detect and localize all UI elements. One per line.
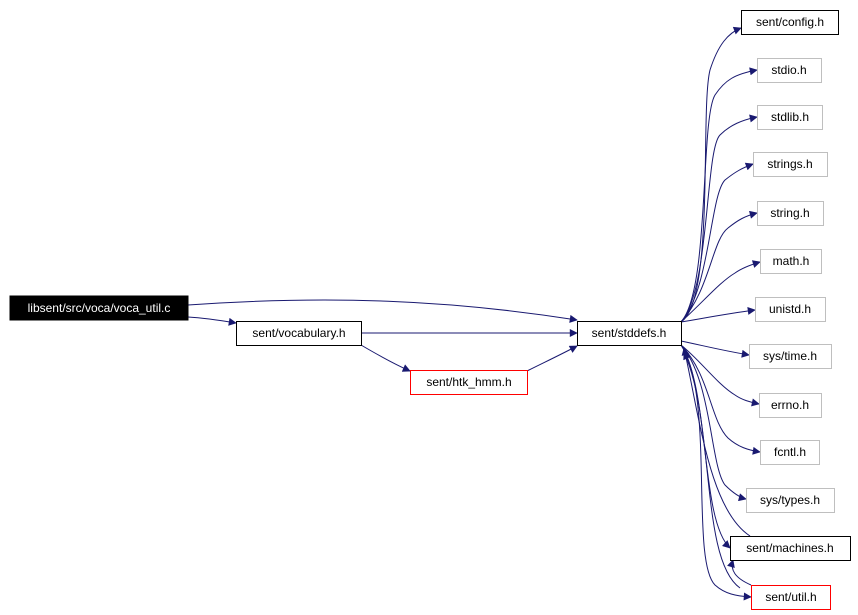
edge-stddefs-string	[680, 210, 758, 323]
node-math[interactable]: math.h	[760, 249, 822, 274]
node-string-label: string.h	[770, 206, 809, 220]
edge-stddefs-stdio	[680, 67, 758, 323]
node-strings[interactable]: strings.h	[753, 152, 828, 177]
edge-stddefs-strings	[680, 162, 754, 323]
edge-stddefs-errno	[680, 344, 760, 407]
edge-root-vocabulary	[187, 316, 237, 326]
node-stdio[interactable]: stdio.h	[757, 58, 822, 83]
node-string[interactable]: string.h	[757, 201, 824, 226]
node-strings-label: strings.h	[767, 157, 812, 171]
edge-util-machines	[727, 559, 752, 586]
node-stddefs-label: sent/stddefs.h	[592, 326, 667, 340]
edge-util-stddefs	[683, 351, 741, 589]
node-vocabulary[interactable]: sent/vocabulary.h	[236, 321, 362, 346]
node-machines-label: sent/machines.h	[746, 541, 833, 555]
node-errno[interactable]: errno.h	[759, 393, 822, 418]
node-util[interactable]: sent/util.h	[751, 585, 831, 610]
node-fcntl[interactable]: fcntl.h	[760, 440, 820, 465]
node-unistd[interactable]: unistd.h	[755, 297, 826, 322]
edge-stddefs-config	[680, 26, 742, 323]
node-config-label: sent/config.h	[756, 15, 824, 29]
edge-vocabulary-htkhmm	[360, 344, 411, 372]
node-htk-hmm[interactable]: sent/htk_hmm.h	[410, 370, 528, 395]
node-htk-hmm-label: sent/htk_hmm.h	[426, 375, 511, 389]
node-config[interactable]: sent/config.h	[741, 10, 839, 35]
node-systime-label: sys/time.h	[763, 349, 817, 363]
node-systypes[interactable]: sys/types.h	[746, 488, 835, 513]
edge-stddefs-math	[680, 260, 761, 323]
edges	[187, 26, 761, 601]
edge-stddefs-stdlib	[680, 114, 758, 323]
node-systypes-label: sys/types.h	[760, 493, 820, 507]
node-stdio-label: stdio.h	[771, 63, 806, 77]
node-fcntl-label: fcntl.h	[774, 445, 806, 459]
node-root[interactable]: libsent/src/voca/voca_util.c	[9, 295, 189, 321]
node-stdlib-label: stdlib.h	[771, 110, 809, 124]
node-systime[interactable]: sys/time.h	[749, 344, 832, 369]
edge-stddefs-systime	[680, 340, 750, 358]
node-stdlib[interactable]: stdlib.h	[757, 105, 823, 130]
node-stddefs[interactable]: sent/stddefs.h	[577, 321, 682, 346]
node-unistd-label: unistd.h	[769, 302, 811, 316]
edge-stddefs-fcntl	[680, 344, 761, 455]
edge-machines-stddefs	[681, 347, 751, 537]
node-errno-label: errno.h	[771, 398, 809, 412]
edge-root-stddefs	[187, 299, 578, 323]
edge-stddefs-machines	[680, 344, 731, 549]
node-util-label: sent/util.h	[765, 590, 816, 604]
node-vocabulary-label: sent/vocabulary.h	[252, 326, 345, 340]
nodes: libsent/src/voca/voca_util.c sent/vocabu…	[9, 10, 851, 610]
node-root-label: libsent/src/voca/voca_util.c	[28, 301, 171, 315]
edge-stddefs-unistd	[680, 306, 756, 323]
edge-stddefs-systypes	[680, 344, 747, 502]
edge-htkhmm-stddefs	[526, 345, 578, 372]
node-math-label: math.h	[773, 254, 810, 268]
node-machines[interactable]: sent/machines.h	[730, 536, 851, 561]
